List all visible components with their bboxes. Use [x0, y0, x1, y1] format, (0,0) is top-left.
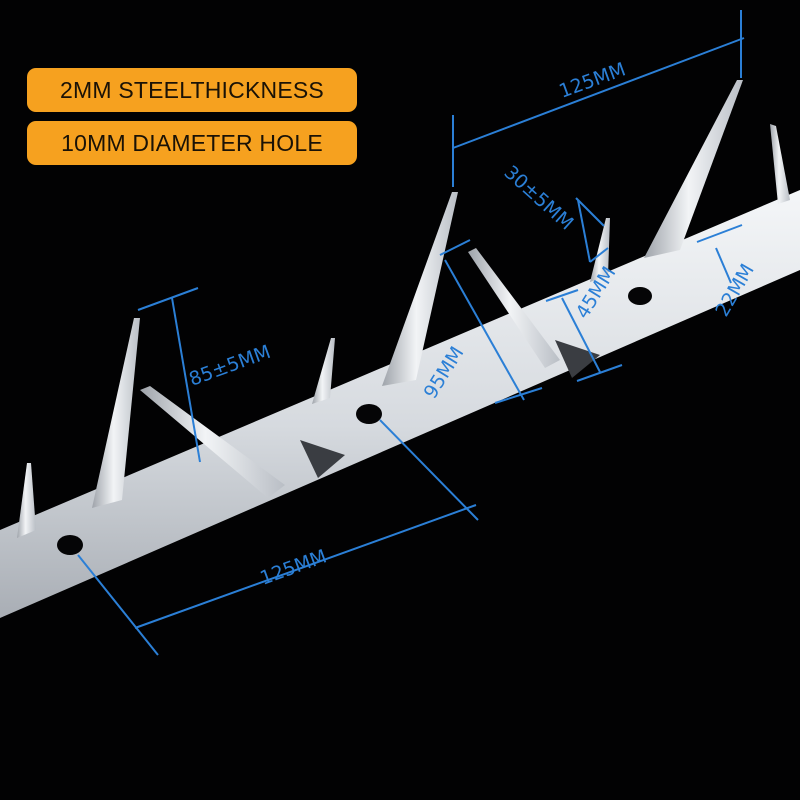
- mounting-hole: [356, 404, 382, 424]
- strip-tab: [555, 340, 600, 378]
- short-spike: [312, 338, 335, 404]
- tall-spike: [382, 192, 458, 386]
- steel-strip: [0, 190, 800, 618]
- rear-spike: [468, 248, 560, 368]
- short-spike: [590, 218, 610, 282]
- hole-diameter-label: 10MM DIAMETER HOLE: [27, 121, 357, 165]
- rear-spike: [140, 386, 285, 498]
- dimension-small-spike: 30±5MM: [500, 161, 578, 234]
- tall-spike: [92, 318, 140, 508]
- dimension-big-spike: 85±5MM: [186, 341, 273, 391]
- dimension-lines: [77, 10, 745, 656]
- short-spike: [17, 463, 36, 538]
- dimension-hole-spacing: 125MM: [257, 545, 329, 589]
- strip-tab: [300, 440, 345, 478]
- tall-spike: [644, 80, 743, 258]
- mounting-hole: [628, 287, 652, 305]
- mounting-hole: [57, 535, 83, 555]
- short-spike: [770, 124, 790, 204]
- steel-thickness-label: 2MM STEELTHICKNESS: [27, 68, 357, 112]
